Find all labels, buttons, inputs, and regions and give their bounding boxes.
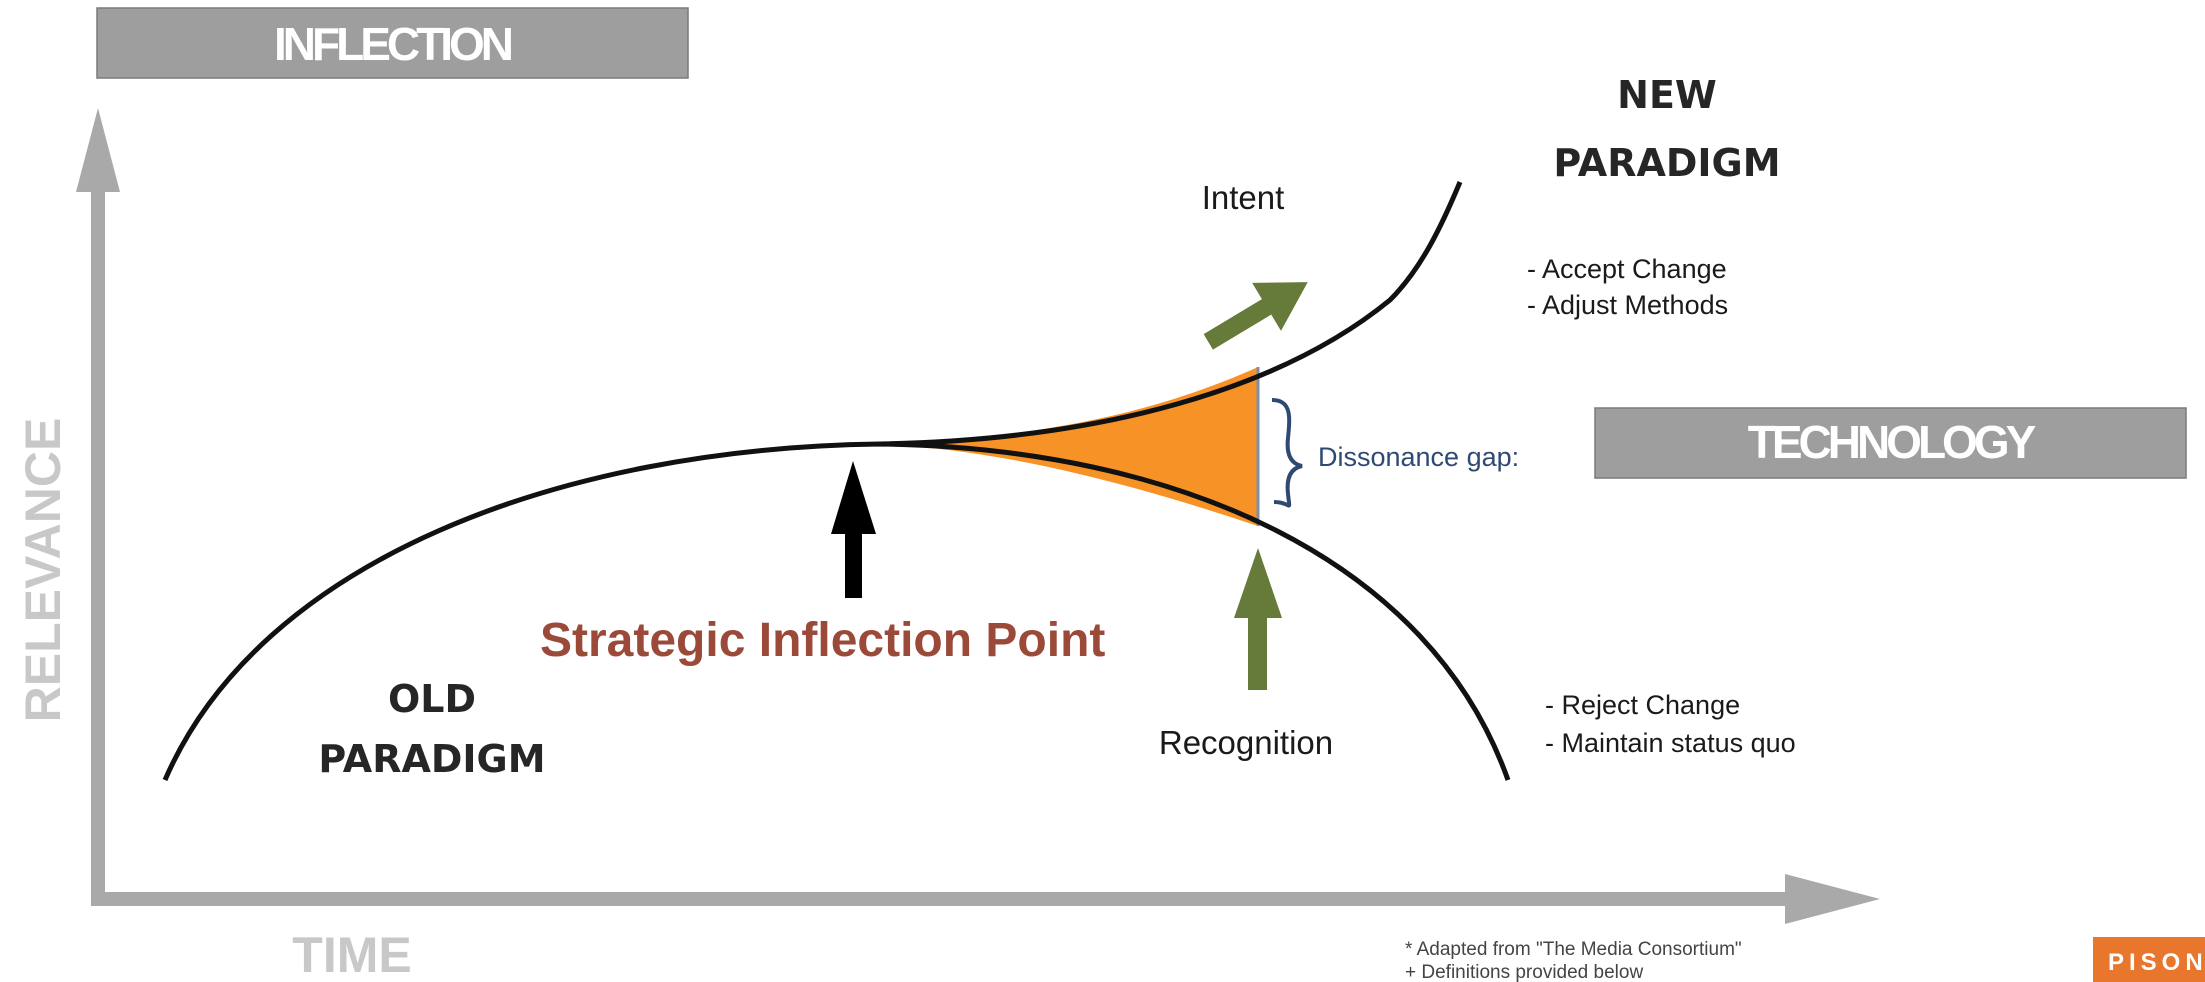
footnote-line-1: * Adapted from "The Media Consortium" [1405, 939, 1742, 960]
pison-logo: PISON [2093, 937, 2205, 982]
old-paradigm-title-line2: PARADIGM [318, 737, 545, 781]
dissonance-brace [1271, 398, 1303, 508]
old-paradigm-item-1: - Reject Change [1545, 690, 1740, 720]
new-paradigm-item-1: - Accept Change [1527, 254, 1727, 284]
dissonance-gap-label: Dissonance gap: [1318, 442, 1519, 472]
x-axis-arrowhead [1785, 874, 1880, 924]
footnote-line-2: + Definitions provided below [1405, 962, 1643, 982]
inflection-point-arrow [831, 461, 876, 598]
inflection-banner-label: INFLECTION [274, 18, 512, 70]
y-axis-label: RELEVANCE [15, 418, 71, 723]
recognition-label: Recognition [1159, 724, 1333, 761]
intent-label: Intent [1202, 179, 1285, 216]
axes [76, 108, 1880, 924]
new-paradigm-item-2: - Adjust Methods [1527, 290, 1728, 320]
technology-banner: TECHNOLOGY [1594, 407, 2187, 479]
pison-logo-text: PISON [2108, 949, 2205, 976]
old-paradigm-title-line1: OLD [388, 677, 476, 721]
x-axis-label: TIME [292, 927, 411, 982]
recognition-arrow [1234, 548, 1282, 690]
old-paradigm-item-2: - Maintain status quo [1545, 728, 1796, 758]
intent-arrow [1203, 282, 1308, 350]
inflection-banner: INFLECTION [96, 7, 689, 79]
new-paradigm-title-line2: PARADIGM [1553, 141, 1780, 185]
technology-banner-label: TECHNOLOGY [1748, 416, 2036, 468]
new-paradigm-curve [879, 181, 1463, 447]
strategic-inflection-point-label: Strategic Inflection Point [540, 614, 1105, 667]
y-axis-arrowhead [76, 108, 120, 192]
old-paradigm-curve [162, 441, 1511, 781]
new-paradigm-title-line1: NEW [1617, 73, 1717, 117]
